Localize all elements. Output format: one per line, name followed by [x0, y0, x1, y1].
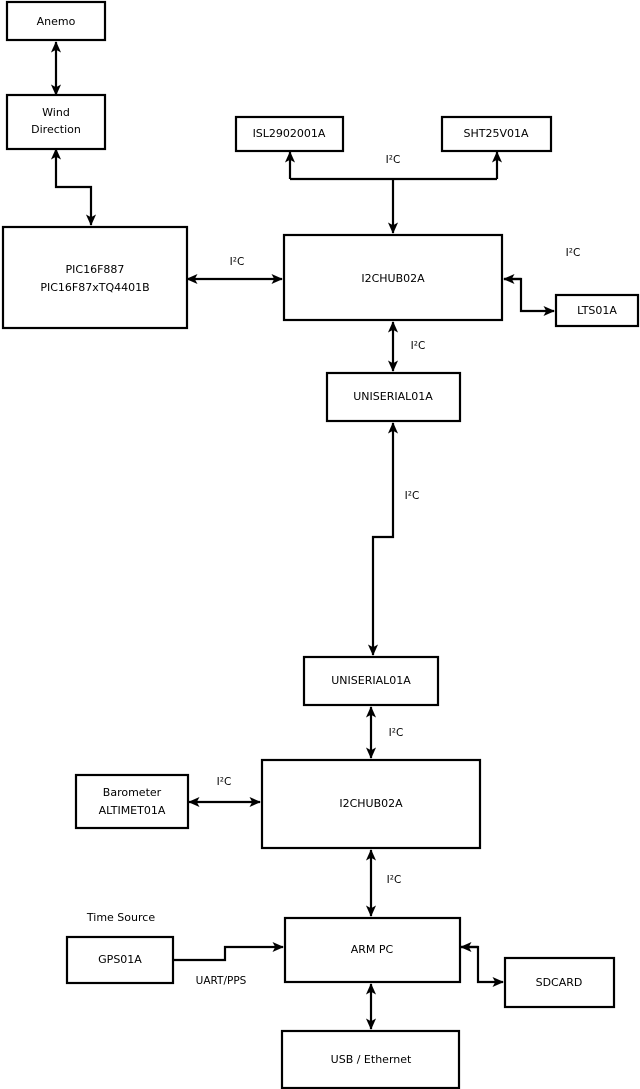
edge-label-hubtop-unitop: I²C	[411, 340, 426, 352]
node-gps01a-label: GPS01A	[98, 953, 142, 966]
node-i2chub02a-bottom[interactable]: I2CHUB02A	[260, 758, 482, 850]
edge-label-barometer-hubbottom: I²C	[217, 776, 232, 788]
node-uniserial01a-bottom-label: UNISERIAL01A	[331, 674, 411, 687]
node-pic-label-line2: PIC16F87xTQ4401B	[40, 281, 149, 294]
connector-gps-armpc	[174, 941, 284, 962]
node-barometer-label-line2: ALTIMET01A	[99, 804, 166, 817]
node-uniserial01a-top-box[interactable]	[325, 371, 462, 423]
node-wind-direction[interactable]: Wind Direction	[5, 93, 107, 151]
node-wind-direction-label-line1: Wind	[42, 106, 70, 119]
connector-unitop-unibottom	[367, 422, 399, 656]
edge-label-unitop-unibottom: I²C	[405, 490, 420, 502]
node-gps01a[interactable]: GPS01A	[65, 935, 175, 985]
node-anemo-label: Anemo	[37, 15, 76, 28]
node-i2chub02a-bottom-label: I2CHUB02A	[339, 797, 403, 810]
edge-label-hubbottom-armpc: I²C	[387, 874, 402, 886]
node-uniserial01a-top[interactable]: UNISERIAL01A	[325, 371, 462, 423]
node-pic-box[interactable]	[1, 225, 189, 330]
node-lts01a-label: LTS01A	[577, 304, 617, 317]
node-i2chub02a-top-box[interactable]	[282, 233, 504, 322]
node-sdcard-box[interactable]	[503, 956, 616, 1009]
node-sdcard-label: SDCARD	[536, 976, 583, 989]
node-pic[interactable]: PIC16F887 PIC16F87xTQ4401B	[1, 225, 189, 330]
connector-wind-pic	[50, 148, 97, 226]
node-sht25v01a-label: SHT25V01A	[463, 127, 528, 140]
label-time-source: Time Source	[86, 911, 155, 924]
node-anemo[interactable]: Anemo	[5, 0, 107, 42]
edge-label-gps-armpc: UART/PPS	[196, 975, 247, 987]
node-uniserial01a-top-label: UNISERIAL01A	[353, 390, 433, 403]
node-i2chub02a-bottom-box[interactable]	[260, 758, 482, 850]
connector-armpc-sdcard-out	[461, 945, 504, 988]
node-i2chub02a-top-label: I2CHUB02A	[361, 272, 425, 285]
edge-label-unibottom-hubbottom: I²C	[389, 727, 404, 739]
node-uniserial01a-bottom[interactable]: UNISERIAL01A	[302, 655, 440, 707]
edge-label-hubtop-sensors: I²C	[386, 154, 401, 166]
node-isl2902001a[interactable]: ISL2902001A	[234, 115, 345, 153]
node-sht25v01a[interactable]: SHT25V01A	[440, 115, 553, 153]
node-isl2902001a-label: ISL2902001A	[253, 127, 326, 140]
node-usb-ethernet[interactable]: USB / Ethernet	[280, 1029, 461, 1089]
node-wind-direction-label-line2: Direction	[31, 123, 81, 136]
node-pic-label-line1: PIC16F887	[66, 263, 125, 276]
node-sht25v01a-box[interactable]	[440, 115, 553, 153]
node-i2chub02a-top[interactable]: I2CHUB02A	[282, 233, 504, 322]
node-uniserial01a-bottom-box[interactable]	[302, 655, 440, 707]
node-isl2902001a-box[interactable]	[234, 115, 345, 153]
node-arm-pc-label: ARM PC	[351, 943, 394, 956]
node-barometer-label-line1: Barometer	[103, 786, 162, 799]
node-anemo-box[interactable]	[5, 0, 107, 42]
node-lts01a-box[interactable]	[554, 293, 640, 328]
edge-label-hubtop-lts: I²C	[566, 247, 581, 259]
node-lts01a[interactable]: LTS01A	[554, 293, 640, 328]
node-usb-ethernet-box[interactable]	[280, 1029, 461, 1089]
node-usb-ethernet-label: USB / Ethernet	[331, 1053, 412, 1066]
node-arm-pc-box[interactable]	[283, 916, 462, 984]
node-barometer[interactable]: Barometer ALTIMET01A	[74, 773, 190, 830]
node-wind-direction-box[interactable]	[5, 93, 107, 151]
node-sdcard[interactable]: SDCARD	[503, 956, 616, 1009]
connector-hubtop-lts-out	[504, 277, 555, 317]
node-arm-pc[interactable]: ARM PC	[283, 916, 462, 984]
node-barometer-box[interactable]	[74, 773, 190, 830]
edge-label-pic-hubtop: I²C	[230, 256, 245, 268]
node-gps01a-box[interactable]	[65, 935, 175, 985]
